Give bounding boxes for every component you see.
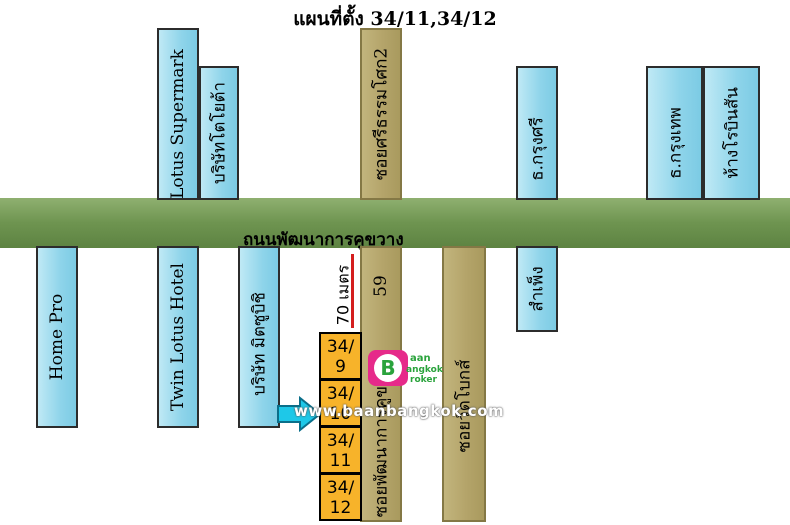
krungthep-label: ธ.กรุงเทพ: [665, 107, 685, 180]
lot-label-bottom: 9: [335, 357, 346, 377]
sam-phueng-label: สำเพ็ง: [527, 266, 548, 312]
toyota-building: บริษัทโตโยต้า: [199, 66, 239, 200]
svg-text:roker: roker: [410, 375, 437, 385]
soi-srithammasok: ซอยศรีธรรมโศก2: [360, 28, 402, 200]
watermark: www.baanbangkok.com: [294, 402, 505, 420]
toyota-label: บริษัทโตโยต้า: [209, 81, 230, 185]
home-pro-building: Home Pro: [36, 246, 78, 428]
lot-label-top: 34/: [326, 337, 355, 357]
soi-wat-boek: ซอยวัดโบกส์: [442, 246, 486, 522]
map-title: แผนที่ตั้ง 34/11,34/12: [293, 8, 497, 30]
sam-phueng-building: สำเพ็ง: [516, 246, 558, 332]
soi-59-number: 59: [371, 275, 391, 297]
lot-label-bottom: 12: [329, 498, 352, 518]
lot-34-9[interactable]: 34/ 9: [319, 332, 362, 380]
lot-label-bottom: 11: [329, 451, 352, 471]
mitsubishi-building: บริษัท มิตซูบิชิ: [238, 246, 280, 428]
lot-label-top: 34/: [326, 384, 355, 404]
lot-label-bottom: 10: [329, 404, 352, 424]
soi-srithammasok-label: ซอยศรีธรรมโศก2: [371, 47, 392, 181]
lots-column: 34/ 9 34/ 10 34/ 11 34/ 12: [319, 332, 362, 522]
krungsri-label: ธ.กรุงศรี: [527, 116, 548, 181]
twin-lotus-building: Twin Lotus Hotel: [157, 246, 199, 428]
lot-label-top: 34/: [326, 478, 355, 498]
krungthep-building: ธ.กรุงเทพ: [646, 66, 703, 200]
baan-bangkok-logo-icon: B aan angkok roker: [368, 350, 444, 386]
lotus-supermarket-label: Lotus Supermark: [168, 49, 188, 199]
distance-line: [351, 254, 354, 328]
mitsubishi-label: บริษัท มิตซูบิชิ: [249, 292, 270, 397]
location-arrow-icon: [277, 396, 322, 432]
krungsri-building: ธ.กรุงศรี: [516, 66, 558, 200]
lot-34-11[interactable]: 34/ 11: [319, 426, 362, 474]
robinson-building: ห้างโรบินสัน: [703, 66, 760, 200]
lotus-supermarket-building: Lotus Supermark: [157, 28, 199, 200]
svg-text:aan: aan: [410, 353, 431, 364]
lot-34-10[interactable]: 34/ 10: [319, 379, 362, 427]
main-road-label: ถนนพัฒนาการคูขวาง: [243, 230, 404, 250]
main-road: [0, 198, 790, 248]
svg-text:angkok: angkok: [406, 365, 444, 375]
svg-text:B: B: [380, 356, 395, 380]
lot-label-top: 34/: [326, 431, 355, 451]
robinson-label: ห้างโรบินสัน: [722, 87, 742, 179]
home-pro-label: Home Pro: [47, 293, 67, 381]
lot-34-12[interactable]: 34/ 12: [319, 473, 362, 521]
twin-lotus-label: Twin Lotus Hotel: [168, 263, 188, 411]
